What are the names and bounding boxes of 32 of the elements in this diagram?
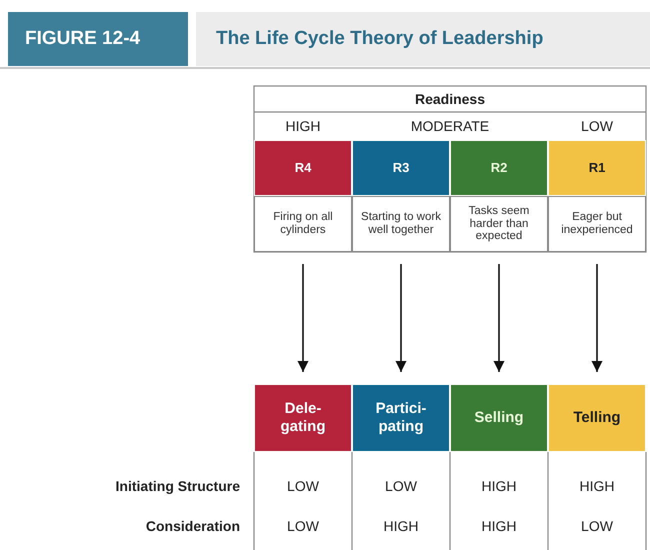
arrow bbox=[591, 264, 603, 372]
readiness-level-cell: R2 bbox=[450, 140, 548, 196]
leadership-style-box: Selling bbox=[450, 384, 548, 452]
leadership-style-box: Partici- pating bbox=[352, 384, 450, 452]
arrow bbox=[493, 264, 505, 372]
table-cell-text: HIGH bbox=[480, 517, 518, 536]
readiness-level-cell: R1 bbox=[548, 140, 646, 196]
leadership-style-box: Dele- gating bbox=[254, 384, 352, 452]
table-cell-text: LOW bbox=[580, 517, 614, 536]
readiness-description-cell: Starting to work well together bbox=[352, 196, 450, 252]
table-cell-text: HIGH bbox=[480, 477, 518, 496]
leadership-style-box: Telling bbox=[548, 384, 646, 452]
column-header: Readiness bbox=[414, 90, 486, 109]
readiness-level-cell: R3 bbox=[352, 140, 450, 196]
readiness-level-label: LOW bbox=[580, 117, 614, 136]
row-label: Initiating Structure bbox=[114, 477, 240, 496]
arrow bbox=[297, 264, 309, 372]
arrow bbox=[395, 264, 407, 372]
table-cell-text: HIGH bbox=[578, 477, 616, 496]
readiness-description-cell: Eager but inexperienced bbox=[548, 196, 646, 252]
row-label: Consideration bbox=[144, 517, 240, 536]
table-cell-text: HIGH bbox=[382, 517, 420, 536]
readiness-level-label: HIGH bbox=[284, 117, 322, 136]
readiness-level-label: MODERATE bbox=[410, 117, 490, 136]
table-cell-text: LOW bbox=[286, 517, 320, 536]
table-cell-text: LOW bbox=[384, 477, 418, 496]
title-banner: The Life Cycle Theory of Leadership bbox=[196, 12, 650, 66]
table-cell-text: LOW bbox=[286, 477, 320, 496]
readiness-level-cell: R4 bbox=[254, 140, 352, 196]
readiness-description-cell: Firing on all cylinders bbox=[254, 196, 352, 252]
figure-number: FIGURE 12-4 bbox=[8, 12, 188, 66]
readiness-description-cell: Tasks seem harder than expected bbox=[450, 196, 548, 252]
